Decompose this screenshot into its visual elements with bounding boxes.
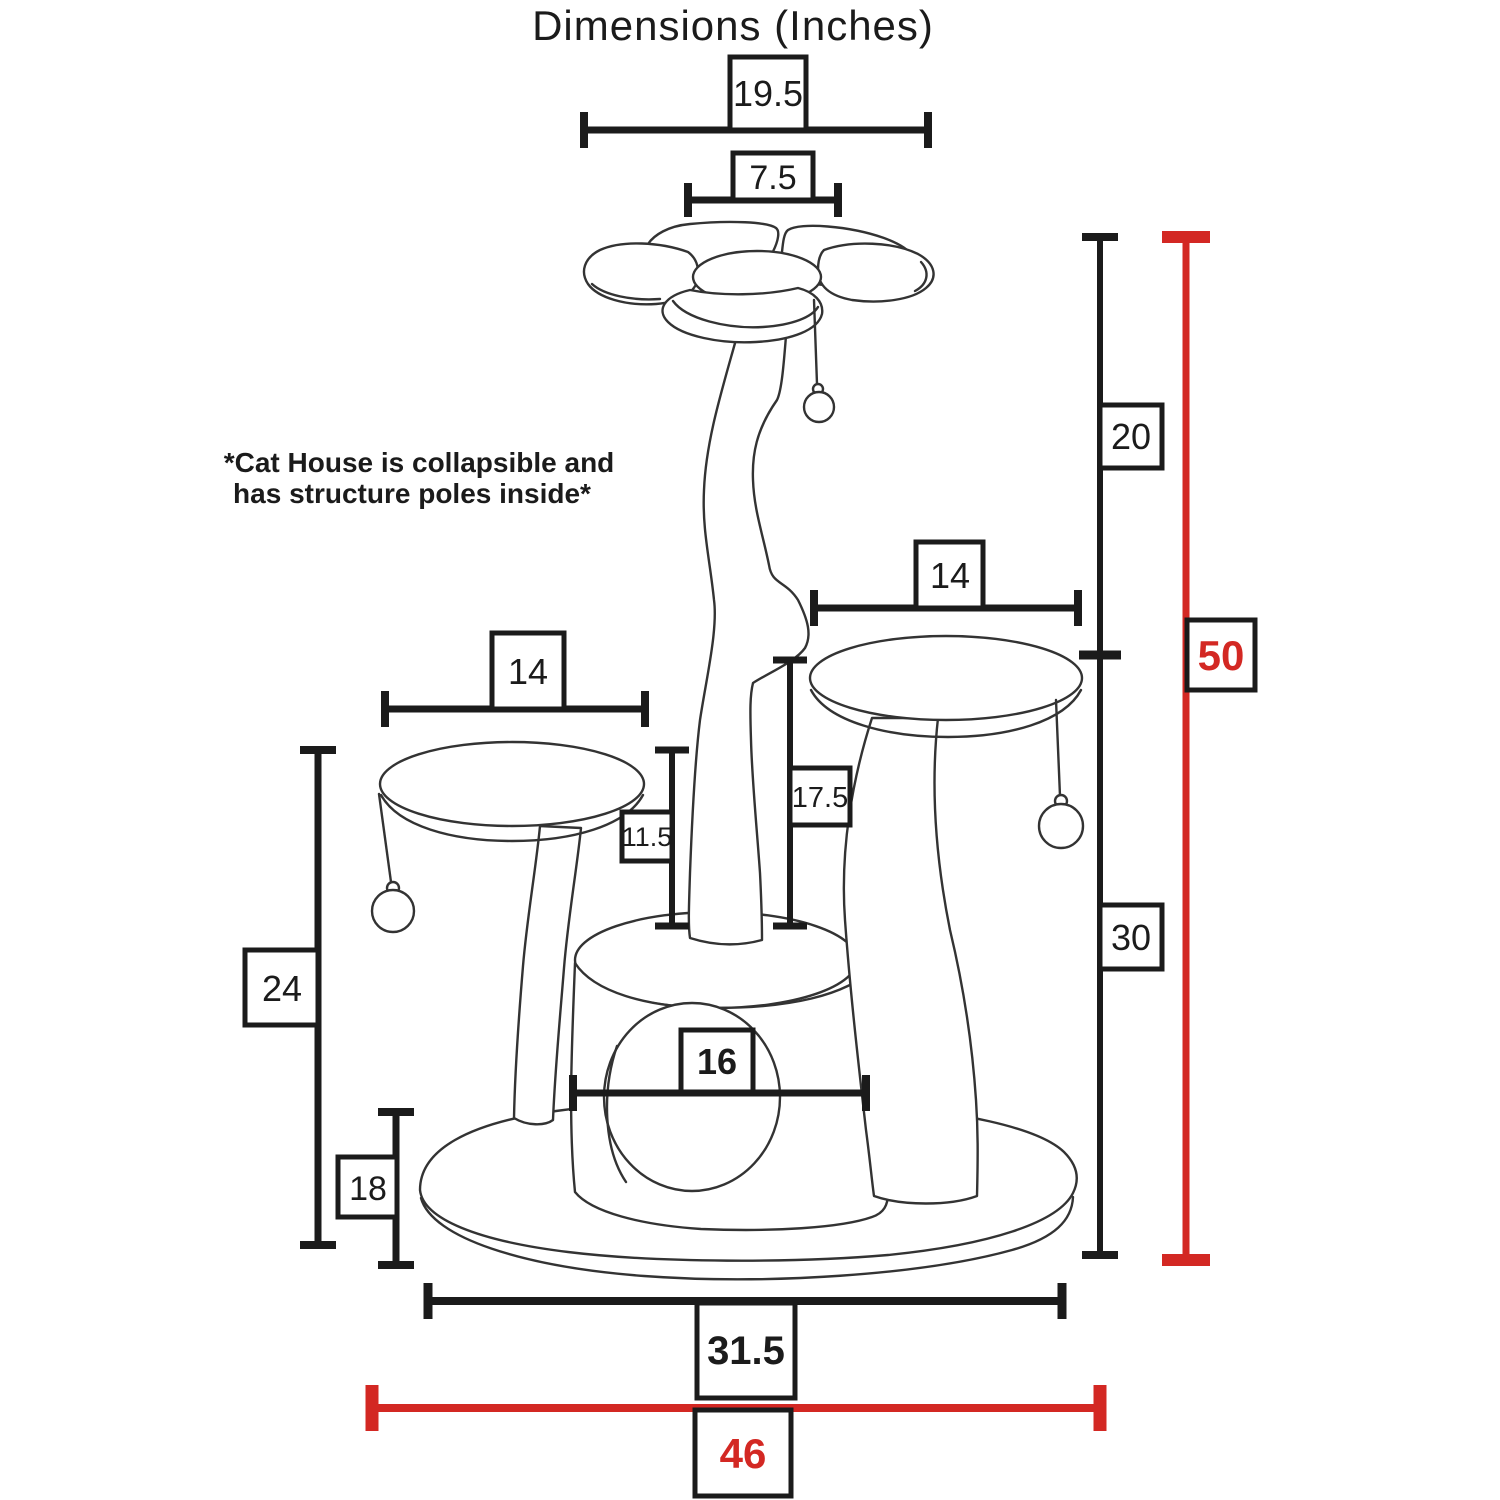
page-title: Dimensions (Inches) bbox=[532, 2, 934, 49]
dim-value: 11.5 bbox=[622, 822, 673, 852]
left-platform bbox=[378, 740, 646, 843]
dim-overall-width: 46 bbox=[365, 1385, 1107, 1499]
dim-label-box bbox=[1184, 617, 1258, 693]
right-platform-post bbox=[842, 716, 979, 1205]
main-trunk bbox=[687, 334, 810, 946]
dim-house-opening-width: 16 bbox=[569, 1027, 870, 1111]
dim-short-pole-height: 11.5 bbox=[619, 746, 689, 930]
toy-ball-right bbox=[1037, 698, 1085, 850]
dim-label-box bbox=[913, 539, 986, 611]
dim-value-lower: 30 bbox=[1111, 917, 1151, 958]
right-platform bbox=[808, 634, 1084, 739]
dim-label-box bbox=[692, 1407, 794, 1499]
dim-label-box bbox=[619, 809, 675, 864]
dim-label-box bbox=[727, 54, 809, 133]
dim-value: 24 bbox=[262, 968, 302, 1009]
dim-base-length: 31.5 bbox=[423, 1283, 1067, 1401]
note-line-1: *Cat House is collapsible and bbox=[224, 447, 615, 478]
dim-left-platform-width: 14 bbox=[381, 630, 649, 727]
dim-value: 31.5 bbox=[707, 1329, 785, 1373]
dim-center-pole-height: 17.5 bbox=[773, 656, 853, 930]
dim-value: 19.5 bbox=[733, 73, 803, 114]
dim-house-height: 18 bbox=[335, 1108, 414, 1269]
dim-value-upper: 20 bbox=[1111, 416, 1151, 457]
toy-ball-left bbox=[370, 792, 416, 934]
dim-value: 50 bbox=[1198, 632, 1245, 679]
dim-flower-top-width: 19.5 bbox=[580, 54, 932, 148]
cat-tree-drawing bbox=[370, 220, 1085, 1281]
dim-label-box bbox=[678, 1027, 756, 1095]
dim-label-box bbox=[730, 150, 816, 203]
dim-label-box bbox=[335, 1154, 400, 1220]
dim-label-box bbox=[489, 630, 567, 712]
petal-front bbox=[661, 286, 824, 344]
dim-value: 16 bbox=[697, 1041, 737, 1082]
note-line-2: has structure poles inside* bbox=[233, 478, 591, 509]
petal-right bbox=[816, 242, 935, 303]
dim-label-box bbox=[1097, 402, 1165, 471]
dim-section-heights: 20 30 bbox=[1079, 233, 1165, 1259]
dim-value: 17.5 bbox=[792, 782, 848, 814]
dim-left-platform-height: 24 bbox=[242, 746, 336, 1249]
dim-label-box bbox=[694, 1300, 798, 1401]
dim-right-platform-width: 14 bbox=[810, 539, 1082, 626]
dim-value: 14 bbox=[508, 651, 548, 692]
dim-label-box bbox=[1097, 902, 1165, 972]
dim-label-box bbox=[787, 765, 853, 828]
dim-value: 14 bbox=[930, 555, 970, 596]
dim-flower-center-width: 7.5 bbox=[684, 150, 842, 217]
dim-value: 7.5 bbox=[749, 159, 796, 197]
toy-ball-flower bbox=[802, 298, 836, 424]
dim-label-box bbox=[242, 947, 321, 1028]
dim-total-height: 50 bbox=[1162, 231, 1258, 1266]
flower-top-perch bbox=[582, 220, 935, 344]
dim-value: 46 bbox=[720, 1430, 767, 1477]
left-platform-post bbox=[512, 824, 583, 1126]
dim-value: 18 bbox=[349, 1170, 387, 1208]
